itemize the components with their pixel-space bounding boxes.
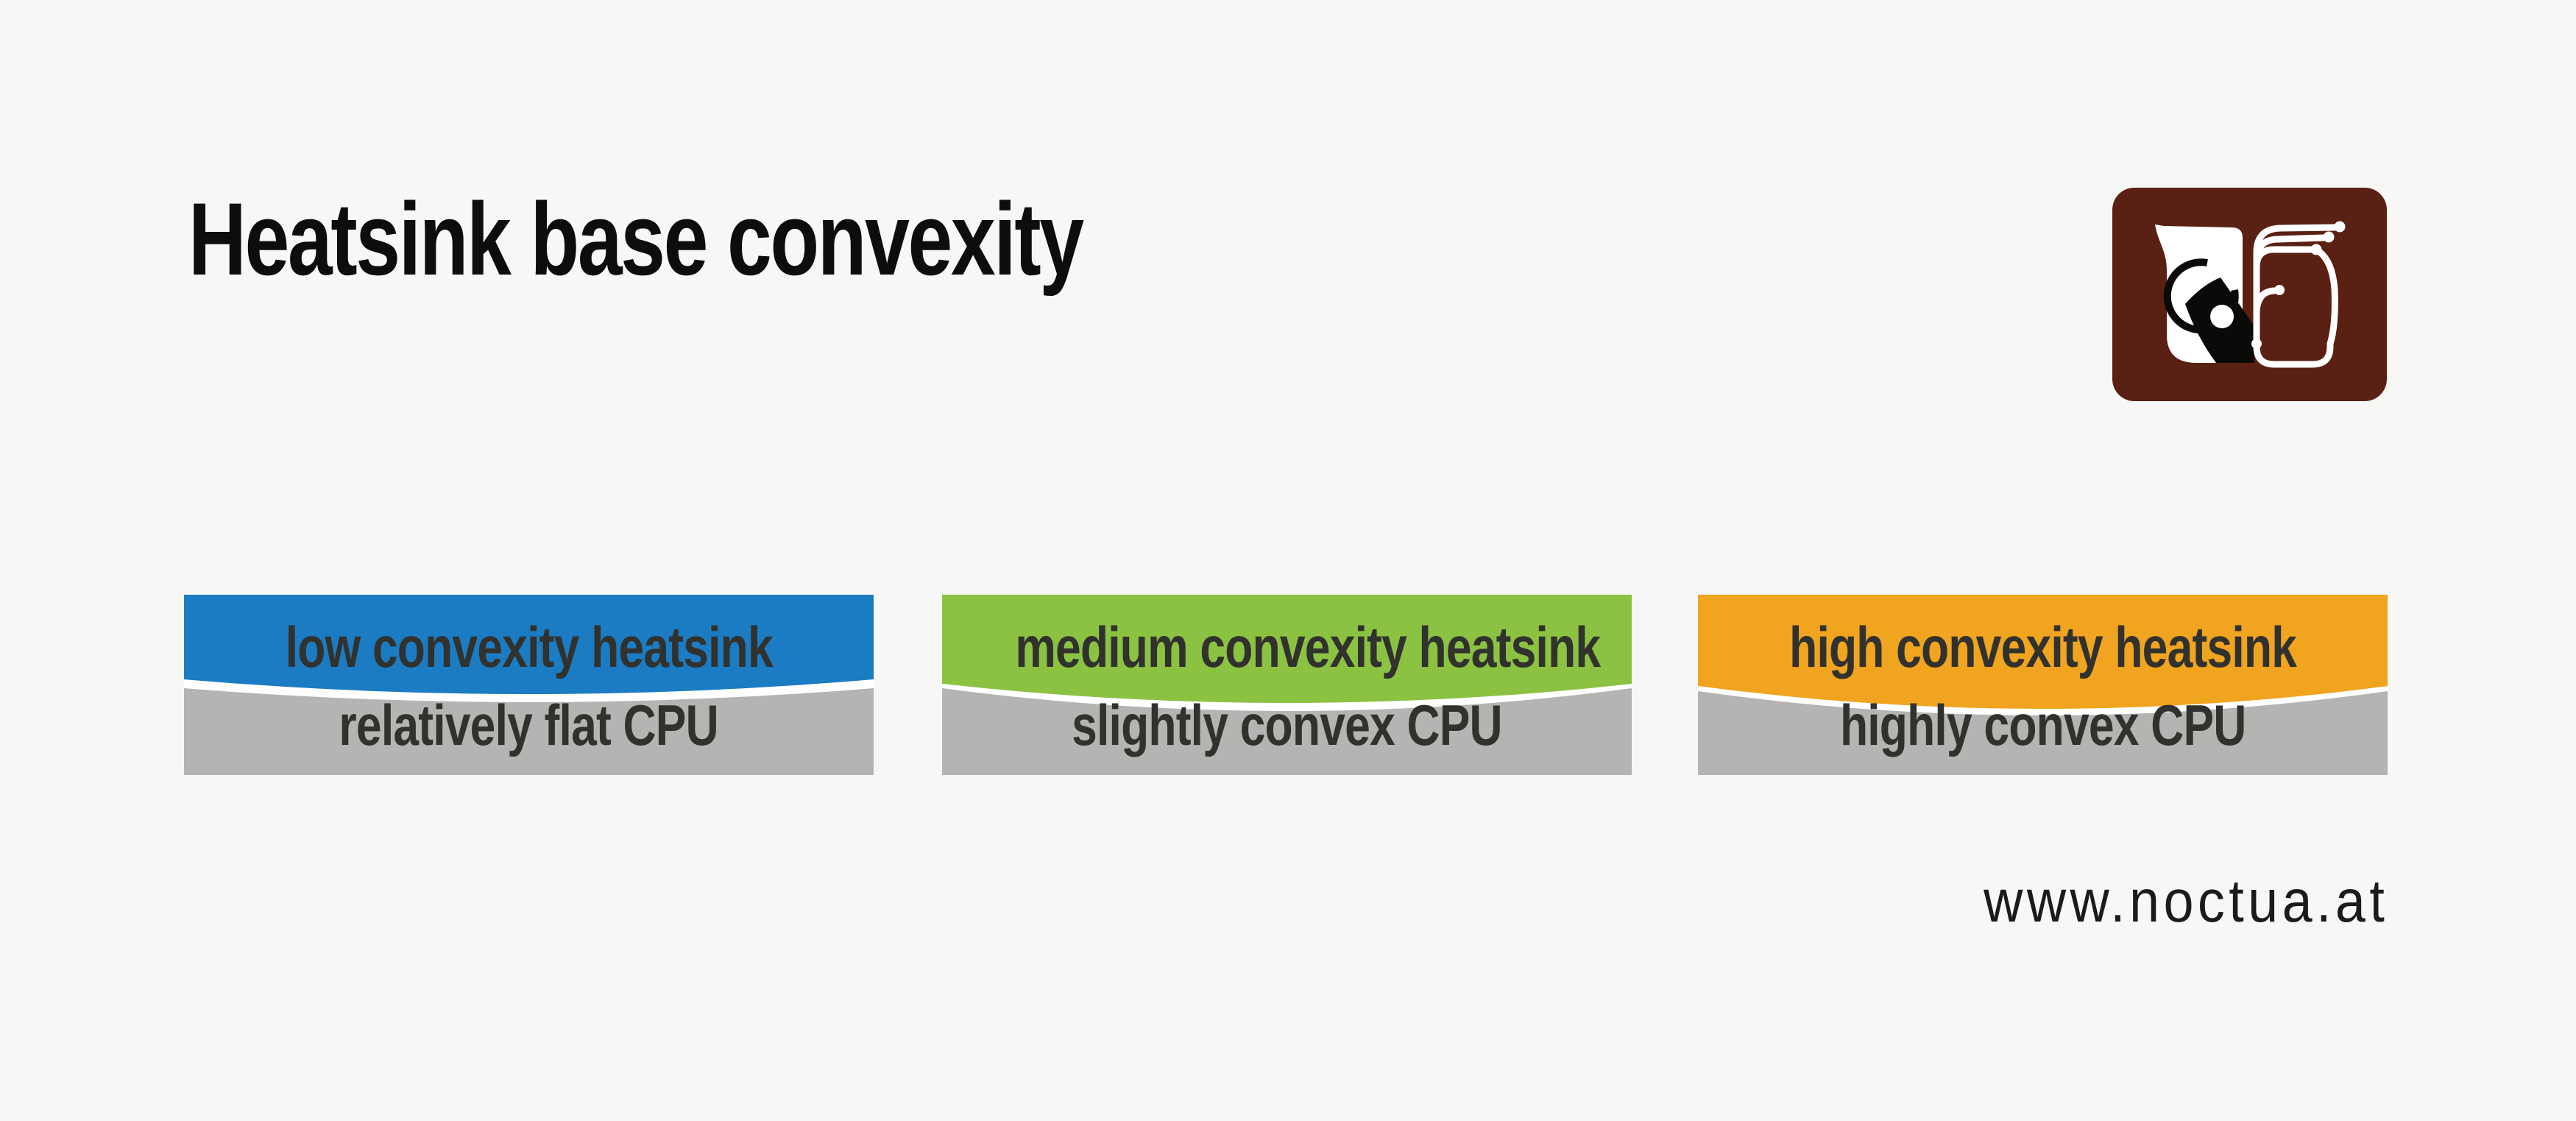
noctua-logo-icon xyxy=(2112,188,2387,401)
fan-frame xyxy=(2253,246,2338,368)
pair-low-graphic xyxy=(184,595,874,775)
pair-medium-graphic xyxy=(942,595,1632,775)
pair-high-graphic xyxy=(1698,595,2388,775)
bond-gap-shape xyxy=(184,679,874,702)
heatsink-shape xyxy=(184,595,874,694)
fan-trace-dots xyxy=(2251,221,2346,349)
page-title-text: Heatsink base convexity xyxy=(188,181,1084,297)
cpu-label: relatively flat CPU xyxy=(339,693,719,757)
cpu-shape xyxy=(942,688,1632,775)
noctua-logo xyxy=(2112,188,2387,401)
heatsink-label: low convexity heatsink xyxy=(285,615,773,679)
fan-circuit-icon xyxy=(2253,224,2338,368)
heatsink-cpu-pair-low: low convexity heatsink relatively flat C… xyxy=(184,595,874,775)
bond-gap-shape xyxy=(942,684,1632,711)
cpu-label: highly convex CPU xyxy=(1839,693,2246,757)
owl-eyeball xyxy=(2210,305,2234,328)
heatsink-cpu-pair-medium: medium convexity heatsink slightly conve… xyxy=(942,595,1632,775)
cpu-shape xyxy=(1698,691,2388,775)
cpu-shape xyxy=(184,688,874,775)
website-url: www.noctua.at xyxy=(1983,868,2388,935)
cpu-label: slightly convex CPU xyxy=(1072,693,1502,757)
heatsink-shape xyxy=(942,595,1632,703)
fan-trace-stub xyxy=(2253,287,2278,318)
heatsink-shape xyxy=(1698,595,2388,709)
fan-trace-outer xyxy=(2253,224,2338,294)
owl-head-icon xyxy=(2155,224,2254,363)
heatsink-label: medium convexity heatsink xyxy=(1015,615,1601,679)
heatsink-label: high convexity heatsink xyxy=(1789,615,2297,679)
logo-background xyxy=(2112,188,2387,401)
page-title: Heatsink base convexity xyxy=(188,188,1334,291)
bond-gap-shape xyxy=(1698,686,2388,715)
heatsink-cpu-pair-high: high convexity heatsink highly convex CP… xyxy=(1698,595,2388,775)
